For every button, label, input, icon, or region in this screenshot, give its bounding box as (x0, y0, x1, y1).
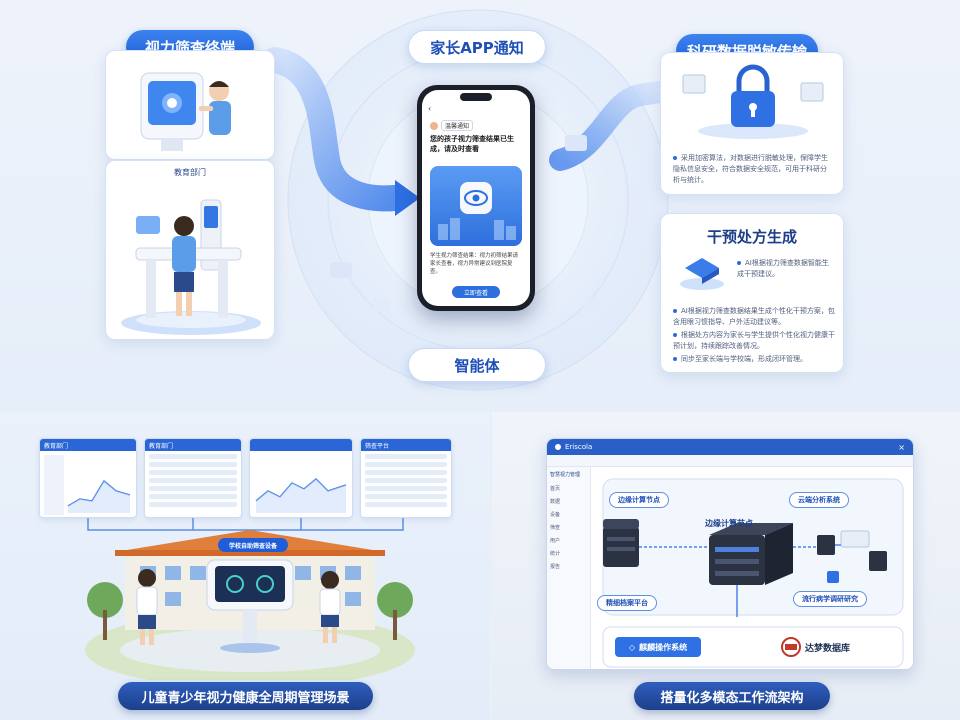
phone-notch (460, 93, 492, 101)
lock-illustration (682, 64, 824, 139)
screen-card-2[interactable] (249, 438, 353, 518)
bullet-icon (673, 309, 677, 313)
screen-label-0: 教育部门 (44, 442, 69, 450)
sidebar-item-4[interactable]: 筛查 (550, 525, 561, 531)
app-logo-icon (555, 444, 561, 450)
close-icon[interactable]: × (898, 442, 905, 452)
notification-chip: 温馨通知 (430, 120, 474, 131)
sidebar-item-1[interactable]: 首页 (550, 486, 561, 492)
eye-icon (438, 182, 516, 240)
bullet-icon (737, 261, 741, 265)
edge-node-center-label: 边缘计算节点 (705, 519, 753, 528)
app-window: Eriscola × 智慧视力管理 首页 数据 设备 筛查 用户 统计 报告 (546, 438, 914, 670)
sidebar: 智慧视力管理 首页 数据 设备 筛查 用户 统计 报告 (547, 467, 591, 669)
notification-chip-label: 温馨通知 (441, 120, 474, 131)
line-chart-icon (44, 455, 131, 515)
intervention-ai-note: AI根据视力筛查数据智能生成干预建议。 (737, 259, 829, 278)
education-department-label: 教育部门 (174, 168, 206, 177)
cloud-analysis-label: 云端分析系统 (789, 492, 849, 508)
screen-label-1: 教育部门 (149, 442, 174, 450)
intervention-card: 干预处方生成 AI根据视力筛查数据智能生成干预建议。 AI根据视力筛查数据结果生… (660, 213, 844, 373)
screen-card-1[interactable]: 教育部门 (144, 438, 242, 518)
screen-card-3[interactable]: 筛查平台 (360, 438, 452, 518)
intervention-title: 干预处方生成 (706, 228, 797, 246)
screening-terminal-illustration (140, 72, 231, 151)
edge-server-left (603, 519, 639, 567)
notification-headline: 您的孩子视力筛查结果已生成，请及时查看 (430, 135, 514, 153)
sidebar-item-3[interactable]: 设备 (550, 512, 561, 518)
kylin-os-badge: ◇ 麒麟操作系统 (615, 637, 701, 657)
screen-card-0[interactable]: 教育部门 (39, 438, 137, 518)
kiosk-illustration (121, 199, 261, 335)
notification-body: 学生视力筛查结果：视力初筛结果请家长查看，视力异常建议到医院复查。 (430, 253, 519, 275)
smart-entity-title: 智能体 (408, 348, 546, 382)
edge-server-center (709, 523, 793, 585)
intervention-bullet-2: 同步至家长端与学校端，形成闭环管理。 (673, 354, 835, 365)
eye-scan-banner (430, 166, 522, 246)
school-device-label: 学校自助筛查设备 (218, 538, 288, 552)
avatar (430, 121, 438, 130)
bullet-icon (673, 156, 677, 160)
area-chart-icon (255, 477, 347, 513)
sidebar-item-5[interactable]: 用户 (550, 538, 561, 544)
archive-platform-label: 精细档案平台 (597, 595, 657, 611)
window-toolbar (547, 455, 913, 467)
intervention-bullet-0: AI根据视力筛查数据结果生成个性化干预方案，包含用眼习惯指导、户外活动建议等。 (673, 307, 835, 326)
epidemiology-research-label: 流行病学调研研究 (793, 591, 867, 607)
kylin-logo-icon: ◇ (628, 642, 636, 652)
bottom-right-caption: 搭量化多模态工作流架构 (634, 682, 830, 710)
phone-screen: ‹ 温馨通知 您的孩子视力筛查结果已生成，请及时查看 学生视力筛查结果：视力初筛… (422, 90, 530, 306)
sidebar-item-7[interactable]: 报告 (550, 564, 561, 570)
screening-terminal-card (105, 50, 275, 160)
kylin-os-label: 麒麟操作系统 (639, 642, 688, 652)
sidebar-item-6[interactable]: 统计 (550, 551, 561, 557)
bullet-icon (673, 357, 677, 361)
ai-prescription-icon (680, 258, 724, 290)
phone-frame: ‹ 温馨通知 您的孩子视力筛查结果已生成，请及时查看 学生视力筛查结果：视力初筛… (417, 85, 535, 311)
intervention-bullet-1: 根据处方内容为家长与学生提供个性化视力健康干预计划，持续跟踪改善情况。 (673, 331, 835, 350)
bullet-icon (673, 333, 677, 337)
parent-app-title: 家长APP通知 (408, 30, 546, 64)
bottom-left-caption: 儿童青少年视力健康全周期管理场景 (118, 682, 373, 710)
research-data-card: 采用加密算法，对数据进行脱敏处理，保障学生隐私信息安全，符合数据安全规范，可用于… (660, 52, 844, 195)
screen-label-3: 筛查平台 (365, 442, 390, 450)
window-title: Eriscola (565, 443, 593, 451)
back-icon[interactable]: ‹ (428, 104, 432, 113)
edge-node-top-label: 边缘计算节点 (609, 492, 669, 508)
education-department-card: 教育部门 (105, 160, 275, 340)
window-titlebar: Eriscola × (547, 439, 913, 455)
dameng-db-label: 达梦数据库 (805, 644, 851, 654)
screens-connector (87, 518, 404, 540)
view-now-button[interactable]: 立即查看 (452, 286, 500, 298)
research-data-text: 采用加密算法，对数据进行脱敏处理，保障学生隐私信息安全，符合数据安全规范，可用于… (673, 154, 828, 184)
sidebar-item-2[interactable]: 数据 (550, 499, 561, 505)
sidebar-item-0[interactable]: 智慧视力管理 (550, 472, 581, 478)
school-scene (85, 530, 415, 680)
dameng-logo-icon (781, 637, 801, 657)
